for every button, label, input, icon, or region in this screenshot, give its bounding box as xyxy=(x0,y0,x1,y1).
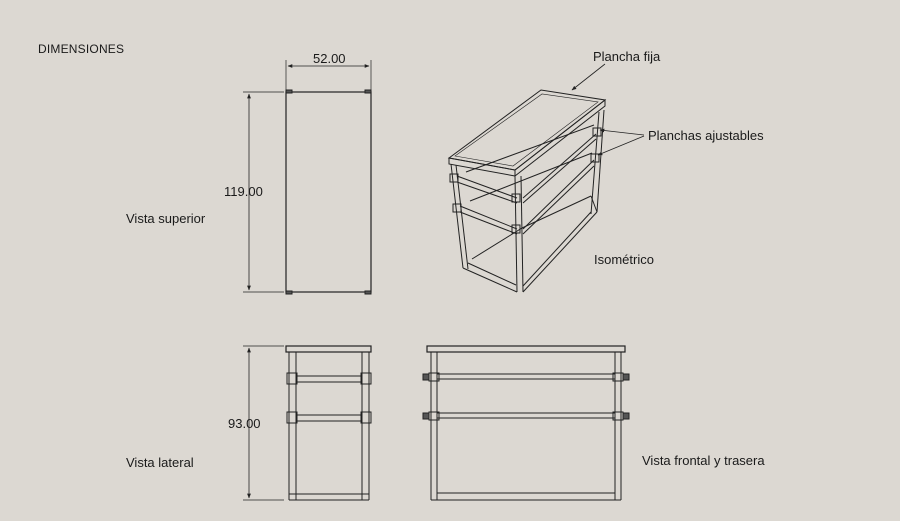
dim-width-label: 52.00 xyxy=(313,51,346,66)
view-top-label: Vista superior xyxy=(126,211,206,226)
view-side-label: Vista lateral xyxy=(126,455,194,470)
callout-fixed-shelf: Plancha fija xyxy=(593,49,661,64)
callout-adjustable-shelves: Planchas ajustables xyxy=(648,128,764,143)
callout-adjustable-leader xyxy=(597,128,645,156)
side-view-drawing xyxy=(285,345,372,501)
diagram-title: DIMENSIONES xyxy=(38,42,125,56)
dim-height-line xyxy=(243,345,284,501)
view-front-label: Vista frontal y trasera xyxy=(642,453,765,468)
isometric-drawing xyxy=(447,89,607,293)
top-view-drawing xyxy=(285,89,372,295)
front-view-drawing xyxy=(422,345,630,501)
dim-height-label: 93.00 xyxy=(228,416,261,431)
dim-depth-line xyxy=(243,91,284,293)
callout-fixed-shelf-leader xyxy=(571,63,606,91)
view-iso-label: Isométrico xyxy=(594,252,654,267)
dim-depth-label: 119.00 xyxy=(224,184,263,199)
dim-width-line xyxy=(285,60,372,90)
